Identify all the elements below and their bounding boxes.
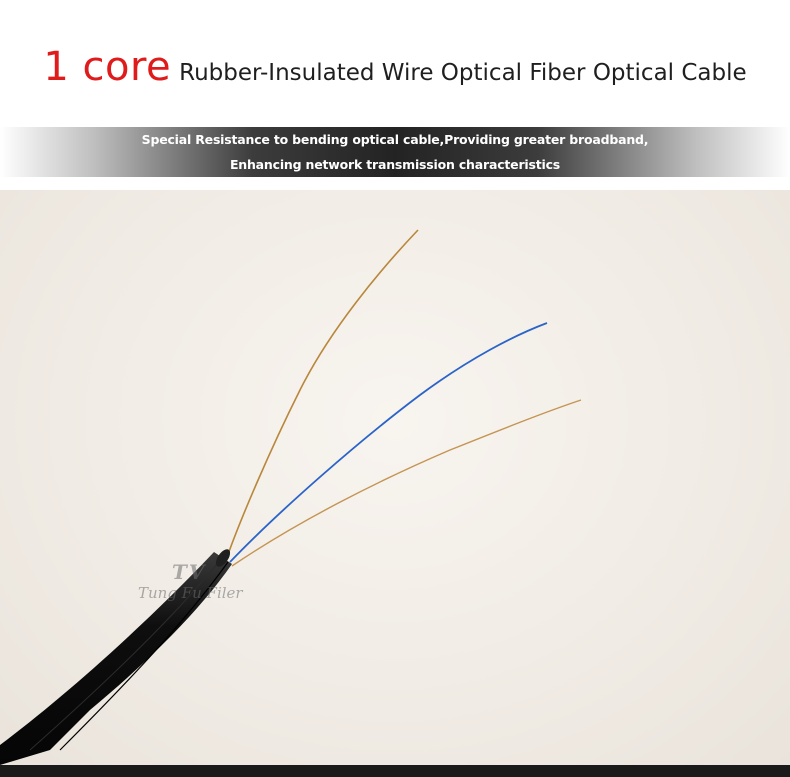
copper-wire-lower xyxy=(231,399,582,567)
page-title: Rubber-Insulated Wire Optical Fiber Opti… xyxy=(179,60,747,86)
cable-end xyxy=(215,549,231,567)
subtitle-band: Special Resistance to bending optical ca… xyxy=(0,127,790,177)
blue-fiber xyxy=(229,322,548,563)
page-header: 1 core Rubber-Insulated Wire Optical Fibe… xyxy=(0,44,790,104)
cable-groove-1 xyxy=(29,557,223,751)
cable-groove-2 xyxy=(59,561,229,751)
cable-illustration xyxy=(0,229,582,765)
copper-wire-upper xyxy=(225,229,419,561)
title-accent: 1 core xyxy=(43,44,172,90)
subtitle-line-1: Special Resistance to bending optical ca… xyxy=(141,132,649,147)
subtitle-line-2: Enhancing network transmission character… xyxy=(229,157,561,172)
bottom-bar xyxy=(0,765,790,777)
cable-jacket xyxy=(0,552,232,765)
product-photo: TV Tung Fu Filer xyxy=(0,190,790,765)
